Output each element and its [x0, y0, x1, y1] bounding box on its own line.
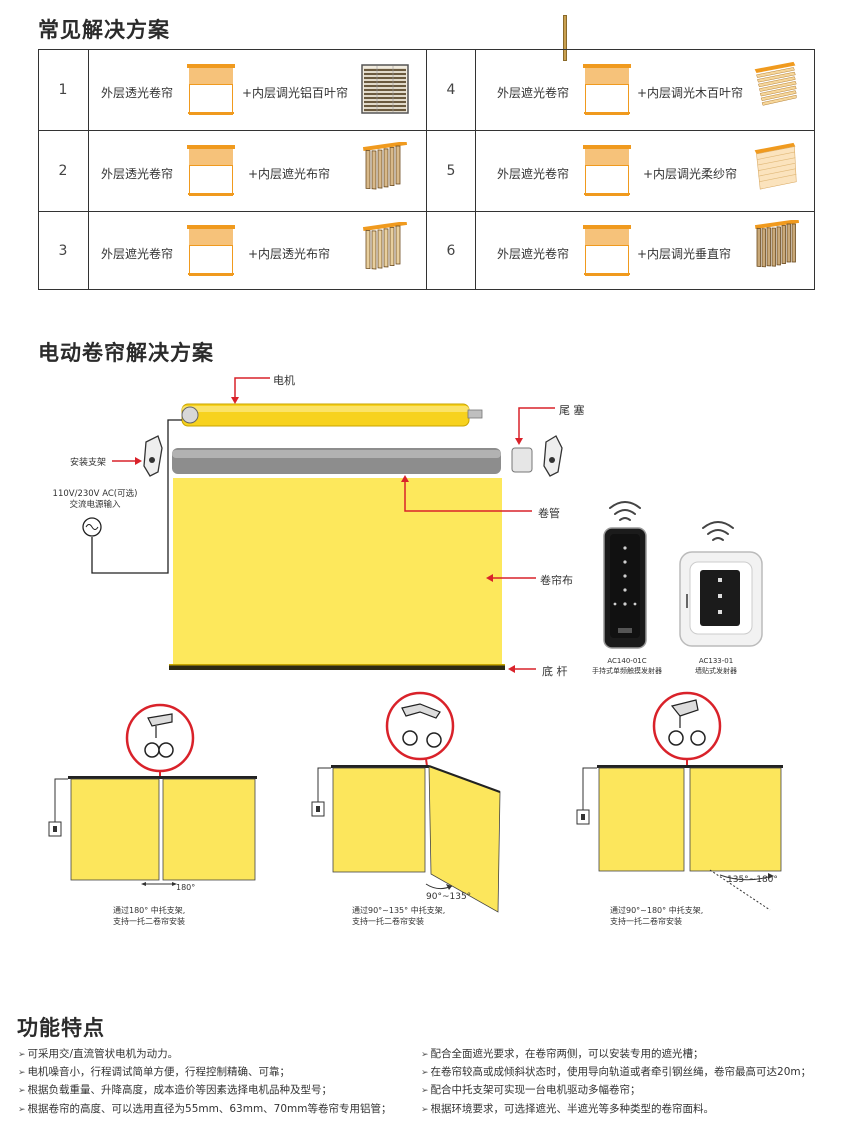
power-voltage: 110V/230V AC(可选) — [52, 489, 138, 499]
inner-layer-label: +内层透光布帘 — [248, 247, 331, 261]
motor-label: 电机 — [273, 374, 295, 387]
row-number: 1 — [58, 82, 68, 98]
soft-gauze-blind-icon — [754, 142, 797, 190]
angle-label: 180° — [176, 883, 196, 892]
fabric-label: 卷帘布 — [540, 574, 573, 587]
feature-item: ➢配合中托支架可实现一台电机驱动多幅卷帘； — [421, 1084, 641, 1096]
roller-blind-icon — [583, 145, 631, 196]
remote-desc: 手持式单频触摸发射器 — [592, 667, 662, 675]
feature-item: ➢在卷帘较高或成倾斜状态时，使用导向轨道或者牵引钢丝绳，卷帘最高可达20m； — [421, 1066, 812, 1078]
feature-item: ➢根据负载重量、升降高度，成本造价等因素选择电机品种及型号； — [18, 1084, 333, 1096]
bracket-label: 安装支架 — [70, 458, 107, 468]
inner-layer-label: +内层调光垂直帘 — [637, 247, 732, 261]
caption-line: 通过90°~135° 中托支架, — [352, 906, 446, 915]
roller-blind-icon — [187, 225, 235, 276]
row-number: 6 — [446, 243, 456, 259]
feature-item: ➢根据卷帘的高度、可以选用直径为55mm、63mm、70mm等卷帘专用铝管； — [18, 1103, 392, 1115]
caption-line: 通过90°~180° 中托支架, — [610, 906, 704, 915]
section1-title: 常见解决方案 — [38, 18, 170, 42]
bottom-rail-label: 底 杆 — [542, 665, 568, 678]
roller-blind-icon — [187, 64, 235, 115]
row-number: 4 — [446, 82, 456, 98]
row-number: 5 — [446, 163, 456, 179]
arrow-bullet-icon: ➢ — [421, 1105, 429, 1115]
diagram-135-180 — [576, 691, 783, 911]
outer-layer-label: 外层遮光卷帘 — [101, 247, 174, 261]
section3-title: 功能特点 — [17, 1016, 105, 1040]
outer-layer-label: 外层透光卷帘 — [101, 167, 174, 181]
power-type: 交流电源输入 — [69, 500, 121, 510]
diagram-caption: 通过180° 中托支架, 支持一托二卷帘安装 — [113, 905, 185, 927]
arrow-bullet-icon: ➢ — [421, 1068, 429, 1078]
vertical-blind-icon — [754, 220, 800, 268]
feature-item: ➢根据环境要求，可选择遮光、半遮光等多种类型的卷帘面料。 — [421, 1103, 715, 1115]
outer-layer-label: 外层透光卷帘 — [101, 86, 174, 100]
inner-layer-label: +内层调光木百叶帘 — [637, 86, 744, 100]
inner-layer-label: +内层调光铝百叶帘 — [242, 86, 349, 100]
angle-label: 90°~135° — [426, 892, 472, 902]
wood-venetian-blind-icon — [754, 61, 797, 106]
angle-label: 135°~180° — [727, 875, 778, 885]
arrow-bullet-icon: ➢ — [421, 1050, 429, 1060]
tube-label: 卷管 — [538, 507, 560, 520]
feature-item: ➢电机噪音小，行程调试简单方便，行程控制精确、可靠； — [18, 1066, 291, 1078]
feature-item: ➢可采用交/直流管状电机为动力。 — [18, 1048, 179, 1060]
roller-blind-icon — [187, 145, 235, 196]
end-plug-label: 尾 塞 — [559, 404, 585, 417]
inner-layer-label: +内层调光柔纱帘 — [643, 167, 738, 181]
outer-layer-label: 外层遮光卷帘 — [497, 247, 570, 261]
diagram-90-135 — [311, 691, 501, 913]
feature-item: ➢配合全面遮光要求，在卷帘两侧，可以安装专用的遮光槽； — [421, 1048, 704, 1060]
wall-model: AC133-01 — [698, 657, 734, 665]
diagram-caption: 通过90°~135° 中托支架, 支持一托二卷帘安装 — [352, 905, 445, 927]
remote-caption: AC140-01C 手持式单频触摸发射器 — [582, 656, 672, 676]
solutions-table: 1 外层透光卷帘 +内层调光铝百叶帘 2 外层透光卷帘 +内层遮光布帘 — [38, 49, 815, 290]
outer-layer-label: 外层遮光卷帘 — [497, 167, 570, 181]
row-number: 2 — [58, 163, 68, 179]
wall-desc: 墙贴式发射器 — [695, 667, 737, 675]
inner-layer-label: +内层遮光布帘 — [248, 167, 331, 181]
aluminum-venetian-blind-icon — [361, 64, 409, 114]
roller-blind-icon — [583, 64, 631, 115]
remote-control-devices — [603, 501, 763, 649]
diagram-caption: 通过90°~180° 中托支架, 支持一托二卷帘安装 — [610, 905, 703, 927]
wall-transmitter-caption: AC133-01 墙贴式发射器 — [676, 656, 756, 676]
vertical-blind-icon — [362, 222, 408, 270]
arrow-bullet-icon: ➢ — [18, 1086, 26, 1096]
remote-model: AC140-01C — [607, 657, 647, 665]
diagram-180 — [48, 703, 257, 886]
vertical-blind-icon — [362, 142, 408, 190]
row-number: 3 — [58, 243, 68, 259]
arrow-bullet-icon: ➢ — [421, 1086, 429, 1096]
power-input-label: 110V/230V AC(可选) 交流电源输入 — [40, 489, 150, 511]
caption-line: 通过180° 中托支架, — [113, 906, 186, 915]
caption-line: 支持一托二卷帘安装 — [610, 917, 682, 926]
arrow-bullet-icon: ➢ — [18, 1050, 26, 1060]
outer-layer-label: 外层遮光卷帘 — [497, 86, 570, 100]
caption-line: 支持一托二卷帘安装 — [352, 917, 424, 926]
roller-blind-icon — [583, 225, 631, 276]
arrow-bullet-icon: ➢ — [18, 1105, 26, 1115]
dual-blind-diagrams — [48, 691, 783, 913]
roller-system-diagram — [82, 377, 563, 673]
section2-title: 电动卷帘解决方案 — [38, 341, 214, 365]
wireless-signal-icon — [609, 501, 734, 541]
caption-line: 支持一托二卷帘安装 — [113, 917, 185, 926]
decor-stick — [563, 15, 567, 61]
arrow-bullet-icon: ➢ — [18, 1068, 26, 1078]
